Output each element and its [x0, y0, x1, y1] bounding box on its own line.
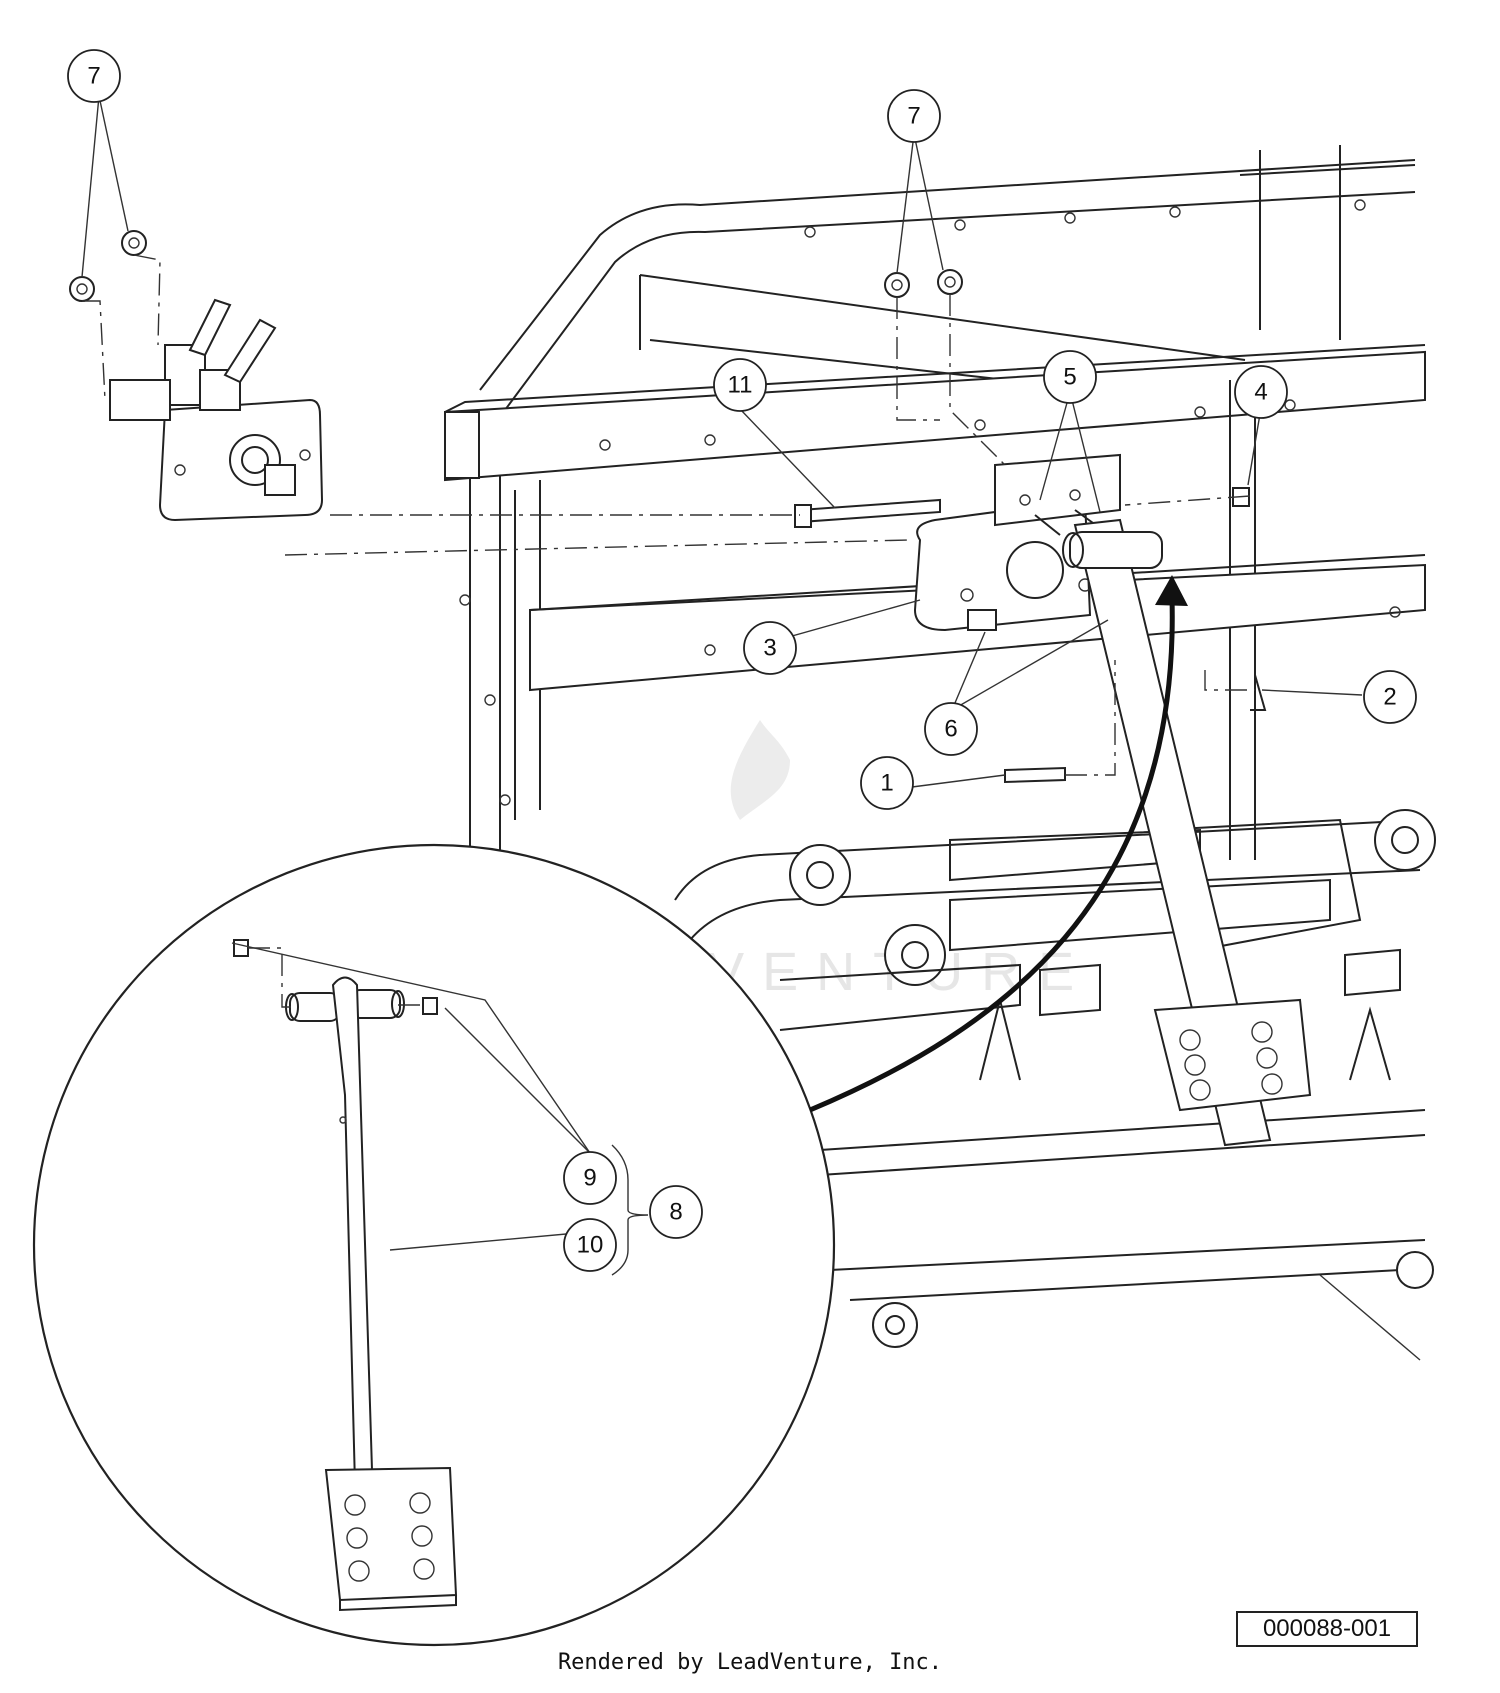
callout-label: 7 [907, 103, 920, 130]
master-cylinder-assembly [69, 230, 324, 522]
callout-1: 1 [860, 756, 914, 810]
callout-11: 11 [713, 358, 767, 412]
installed-pedal-arm [1073, 518, 1272, 1147]
clevis-pin [1004, 766, 1066, 784]
render-credit: Rendered by LeadVenture, Inc. [557, 1650, 943, 1675]
installed-pedal-pad [1153, 998, 1312, 1112]
callout-3: 3 [743, 621, 797, 675]
callout-5: 5 [1043, 350, 1097, 404]
callout-7a: 7 [67, 49, 121, 103]
pedal-detail-view [32, 843, 836, 1647]
nut-7-right [937, 269, 963, 295]
leader-lines [81, 95, 1363, 1276]
callout-label: 1 [880, 770, 893, 797]
pedal-pad [324, 1466, 458, 1602]
detail-arrow [809, 575, 1188, 1113]
bushing-9-upper [233, 939, 249, 957]
callout-label: 4 [1254, 379, 1267, 406]
pedal-bracket [913, 498, 1092, 632]
callout-label: 5 [1063, 364, 1076, 391]
callout-7b: 7 [887, 89, 941, 143]
callout-9: 9 [563, 1151, 617, 1205]
callout-4: 4 [1234, 365, 1288, 419]
watermark-flame-icon [730, 720, 790, 820]
callout-10: 10 [563, 1218, 617, 1272]
callout-6: 6 [924, 702, 978, 756]
callout-label: 6 [944, 716, 957, 743]
callout-label: 11 [728, 372, 753, 399]
callout-label: 8 [669, 1199, 682, 1226]
callout-label: 7 [87, 63, 100, 90]
pedal-mount-assembly [794, 269, 1312, 1147]
callout-2: 2 [1363, 670, 1417, 724]
nut-7-left [884, 272, 910, 298]
callout-label: 9 [583, 1165, 596, 1192]
nut-7-upper-left [69, 276, 95, 302]
bushing-9-lower [422, 997, 438, 1015]
cotter-pin [1250, 674, 1267, 711]
pivot-pin [799, 498, 941, 524]
callout-label: 2 [1383, 684, 1396, 711]
callout-8: 8 [649, 1185, 703, 1239]
callout-label: 3 [763, 635, 776, 662]
arrow-head-icon [1155, 575, 1188, 606]
nut-7-upper-right [121, 230, 147, 256]
document-number-box: 000088-001 [1236, 1611, 1418, 1647]
callout-label: 10 [577, 1232, 604, 1259]
